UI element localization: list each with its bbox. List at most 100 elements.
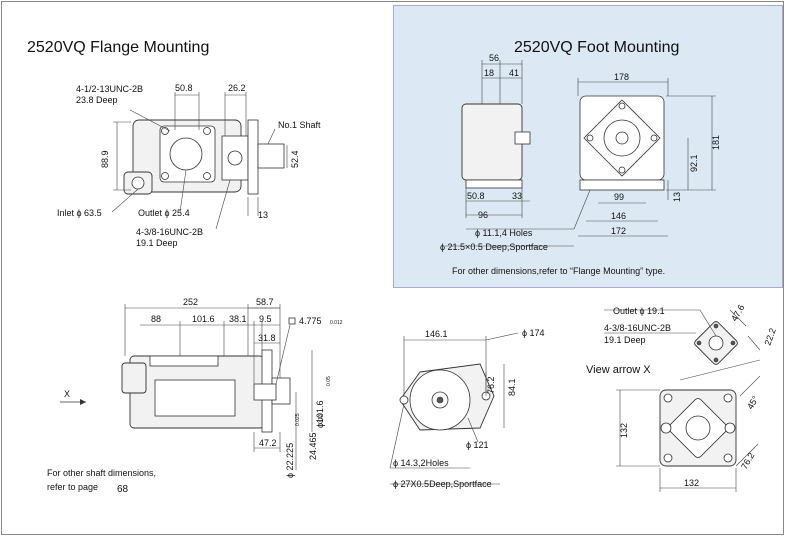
leader-line: [485, 332, 519, 341]
outlet-flange-small: [694, 321, 738, 365]
flange-inlet-label: Inlet ϕ 63.5: [57, 208, 102, 218]
side-dim-88: 88: [151, 314, 161, 324]
flange-small-port: [227, 150, 243, 166]
flange-dim-26-2: 26.2: [228, 83, 246, 93]
arrow-dim-76-2: 76.2: [739, 451, 756, 471]
leader-line: [389, 403, 405, 469]
arrow-view-title: View arrow X: [586, 364, 651, 376]
flange-dim-52-4: 52.4: [290, 150, 300, 168]
side-dim-31-8: 31.8: [258, 333, 276, 343]
leader-line: [573, 189, 591, 230]
flange-thread-bottom: 4-3/8-16UNC-2B: [136, 227, 203, 237]
outlet-flange-large-pattern: [668, 398, 728, 458]
foot-side-base: [465, 179, 523, 189]
foot-dim-41: 41: [509, 68, 519, 78]
flange-thread-bottom-depth: 19.1 Deep: [136, 238, 178, 248]
flange-inlet-port: [131, 176, 145, 190]
foot-mounting-title: 2520VQ Foot Mounting: [514, 39, 680, 56]
foot-mounting-view: 56 18 41 50.8 33 96: [440, 53, 721, 276]
foot-dim-181: 181: [711, 135, 721, 150]
flange-outlet-label: Outlet ϕ 25.4: [138, 208, 190, 218]
foot-holes: ϕ 11.1,4 Holes: [475, 228, 533, 238]
foot-spotface: ϕ 21.5×0.5 Deep,Sportface: [440, 242, 548, 252]
foot-note: For other dimensions,refer to “Flange Mo…: [452, 266, 665, 276]
flange-mounting-view: 4-1/2-13UNC-2B 23.8 Deep 50.8 26.2 No.1 …: [57, 83, 321, 248]
outlet-port-large: [685, 415, 711, 441]
side-dia-101-6-tol: 0.05: [326, 376, 332, 386]
side-dia-101-6: ϕ101.6: [315, 400, 325, 428]
side-top-rib: [149, 355, 219, 367]
foot-front-base: [579, 179, 665, 191]
leader-line: [679, 359, 761, 381]
mount-hole-large: [660, 422, 672, 434]
side-dim-24-465-tol: 0.13: [318, 414, 324, 424]
flange-dim-50-8: 50.8: [175, 83, 193, 93]
arrow-thread: 4-3/8-16UNC-2B: [604, 323, 671, 333]
side-dim-252: 252: [183, 297, 198, 307]
arrow-outlet-label: Outlet ϕ 19.1: [613, 306, 665, 316]
dim-line: [739, 375, 761, 397]
side-dim-38-1: 38.1: [229, 314, 247, 324]
foot-side-shaft: [514, 131, 531, 145]
flange-shaft: [257, 143, 285, 169]
foot-bolt-hole: [618, 166, 626, 174]
foot-dim-92-1: 92.1: [689, 154, 699, 172]
outlet-port-small: [708, 335, 724, 351]
foot-dim-178: 178: [614, 72, 629, 82]
foot-dim-33: 33: [512, 191, 522, 201]
front-view: 146.1 ϕ 174 76.2 84.1 ϕ 121 ϕ 14.3,2Hole…: [389, 328, 545, 489]
side-arrow-x-label: X: [64, 389, 70, 399]
side-key-width: 4.775: [299, 316, 322, 326]
bolt-hole-small: [730, 340, 736, 346]
leader-line: [215, 179, 231, 230]
front-spotface: ϕ 27X0.5Deep,Sportface: [393, 479, 492, 489]
flange-thread-top-depth: 23.8 Deep: [76, 95, 118, 105]
side-dim-47-2: 47.2: [259, 438, 277, 448]
leader-line: [111, 188, 139, 213]
leader-line: [467, 417, 479, 443]
flange-dim-88-9: 88.9: [100, 150, 110, 168]
leader-line: [129, 109, 171, 132]
side-note-line1: For other shaft dimensions,: [47, 468, 156, 478]
flange-mounting-title: 2520VQ Flange Mounting: [27, 39, 210, 56]
x-arrow-head: [80, 399, 86, 405]
dim-line: [747, 335, 761, 351]
arrow-dim-132-v: 132: [619, 423, 629, 438]
arrow-angle: 45°: [745, 394, 761, 411]
arrow-x-view: Outlet ϕ 19.1 47.6 4-3/8-16UNC-2B 19.1 D…: [586, 303, 778, 492]
bolt-hole-small: [696, 340, 702, 346]
front-dia-121: ϕ 121: [466, 440, 489, 450]
foot-bolt-hole: [618, 102, 626, 110]
arrow-thread-depth: 19.1 Deep: [604, 335, 646, 345]
foot-bolt-hole: [650, 134, 658, 142]
flange-bolt-hole: [161, 172, 169, 180]
key-symbol: [288, 317, 296, 325]
side-key-tol: 0.012: [330, 320, 343, 326]
foot-dim-96: 96: [478, 210, 488, 220]
foot-dim-172: 172: [611, 226, 626, 236]
foot-front-shaft-hole: [615, 131, 629, 145]
leader-line: [699, 309, 717, 337]
flange-mount-plate: [247, 119, 259, 195]
flange-outlet-port: [169, 137, 203, 171]
front-dia-174: ϕ 174: [522, 328, 545, 338]
foot-dim-13: 13: [672, 192, 682, 202]
foot-dim-18: 18: [484, 68, 494, 78]
front-mount-hole: [399, 395, 409, 405]
foot-side-body: [461, 103, 523, 181]
dim-line: [729, 309, 747, 327]
front-dim-146-1: 146.1: [425, 329, 448, 339]
flange-dim-13: 13: [258, 210, 268, 220]
arrow-dim-132-h: 132: [684, 478, 699, 488]
side-note-line2: refer to page: [47, 482, 98, 492]
mount-hole-large: [724, 422, 736, 434]
mount-hole-large: [723, 453, 733, 463]
foot-dim-56: 56: [489, 53, 499, 63]
foot-mounting-panel: [393, 5, 783, 288]
foot-dim-146: 146: [611, 211, 626, 221]
mount-hole-large: [723, 393, 733, 403]
dim-line: [735, 443, 759, 467]
front-holes: ϕ 14.3,2Holes: [393, 458, 449, 468]
